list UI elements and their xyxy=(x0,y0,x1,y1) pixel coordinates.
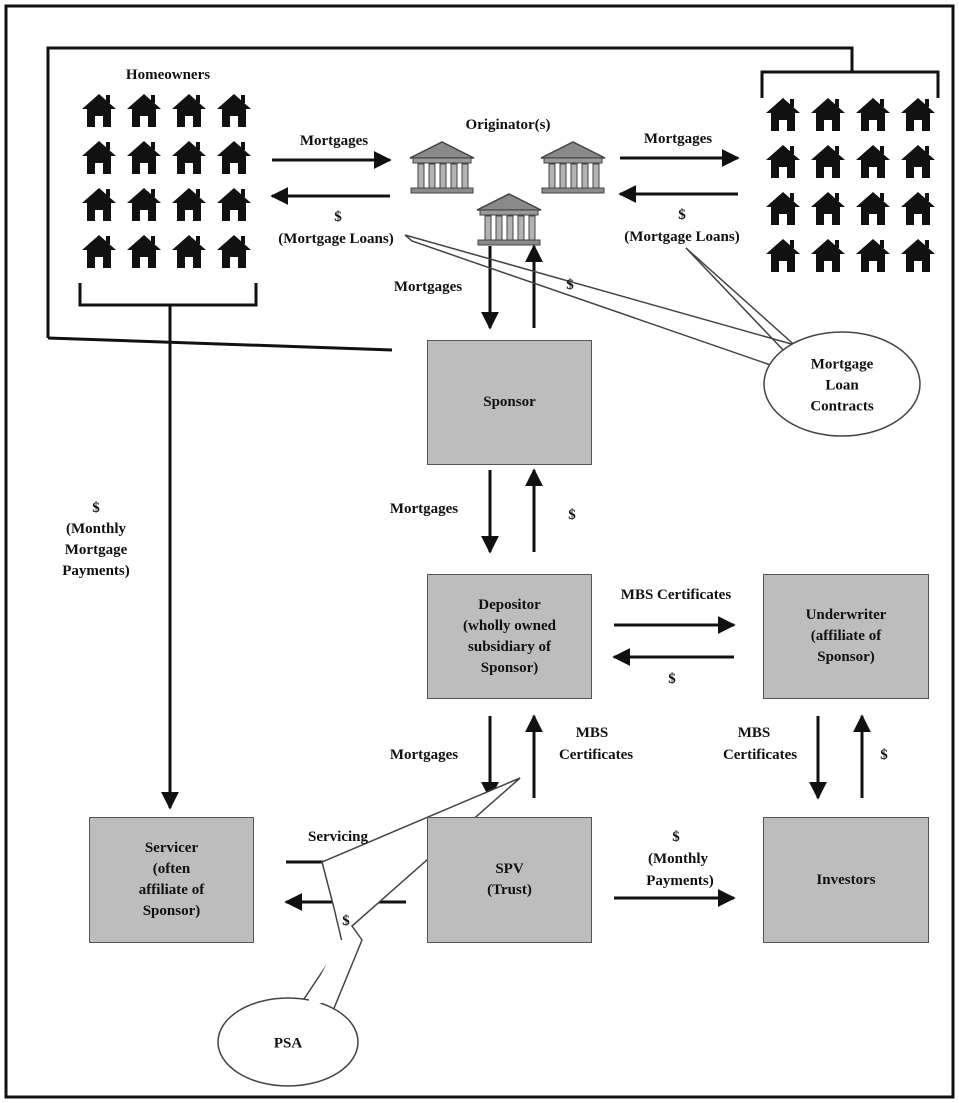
servicing-label: Servicing xyxy=(308,829,368,845)
homeowners-label: Homeowners xyxy=(125,67,211,83)
house-icon xyxy=(217,188,251,221)
house-icon xyxy=(172,235,206,268)
originators-label: Originator(s) xyxy=(465,117,551,133)
second-homeowners-house-icons xyxy=(766,98,935,272)
mortgage-loans-label: (Mortgage Loans) xyxy=(278,231,394,247)
dollar-label: $ xyxy=(566,277,574,293)
dollar-label: $ xyxy=(672,829,680,845)
dollar-label: $ xyxy=(668,671,676,687)
mortgages-label: Mortgages xyxy=(299,133,369,149)
mbs-label: MBS xyxy=(737,725,771,741)
spv-box: SPV (Trust) xyxy=(427,817,592,943)
house-icon xyxy=(856,192,890,225)
house-icon xyxy=(766,98,800,131)
house-icon xyxy=(127,235,161,268)
certificates-label: Certificates xyxy=(722,747,798,763)
investors-box: Investors xyxy=(763,817,929,943)
house-icon xyxy=(172,188,206,221)
dollar-label: $ xyxy=(568,507,576,523)
monthly-mortgage-payments-label: $ (Monthly Mortgage Payments) xyxy=(62,500,130,579)
house-icon xyxy=(82,94,116,127)
dollar-label: $ xyxy=(880,747,888,763)
house-icon xyxy=(811,192,845,225)
servicer-label: Servicer (often affiliate of Sponsor) xyxy=(138,840,205,919)
right-homeowners-bracket xyxy=(760,70,940,98)
underwriter-box: Underwriter (affiliate of Sponsor) xyxy=(763,574,929,699)
psa-text: PSA xyxy=(273,1035,303,1052)
homeowners-house-icons xyxy=(82,94,251,268)
depositor-label: Depositor (wholly owned subsidiary of Sp… xyxy=(463,596,556,676)
house-icon xyxy=(901,239,935,272)
house-icon xyxy=(217,235,251,268)
mortgages-label: Mortgages xyxy=(389,747,459,763)
house-icon xyxy=(811,145,845,178)
house-icon xyxy=(217,94,251,127)
depositor-box: Depositor (wholly owned subsidiary of Sp… xyxy=(427,574,592,699)
contracts-callout-pointer-2 xyxy=(685,247,801,351)
house-icon xyxy=(901,192,935,225)
underwriter-label: Underwriter (affiliate of Sponsor) xyxy=(805,607,887,665)
house-icon xyxy=(856,239,890,272)
homeowners-frame xyxy=(46,46,854,338)
house-icon xyxy=(766,145,800,178)
psa-bubble xyxy=(217,997,359,1087)
house-icon xyxy=(127,94,161,127)
sponsor-label: Sponsor xyxy=(483,394,536,410)
bank-icon xyxy=(476,193,542,246)
mortgages-label: Mortgages xyxy=(389,501,459,517)
mortgage-loan-contracts-text: Mortgage Loan Contracts xyxy=(810,356,874,415)
mortgage-loan-contracts-bubble xyxy=(763,331,921,437)
house-icon xyxy=(856,98,890,131)
mortgage-loans-label: (Mortgage Loans) xyxy=(624,229,740,245)
house-icon xyxy=(217,141,251,174)
mortgages-label: Mortgages xyxy=(393,279,463,295)
house-icon xyxy=(811,98,845,131)
house-icon xyxy=(172,141,206,174)
mbs-label: MBS xyxy=(575,725,609,741)
house-icon xyxy=(82,141,116,174)
house-icon xyxy=(766,192,800,225)
house-icon xyxy=(901,98,935,131)
house-icon xyxy=(127,188,161,221)
servicer-box: Servicer (often affiliate of Sponsor) xyxy=(89,817,254,943)
house-icon xyxy=(127,141,161,174)
certificates-label: Certificates xyxy=(558,747,634,763)
dollar-label: $ xyxy=(678,207,686,223)
house-icon xyxy=(856,145,890,178)
investors-label: Investors xyxy=(816,871,876,888)
sponsor-box: Sponsor xyxy=(427,340,592,465)
house-icon xyxy=(172,94,206,127)
dollar-label: $ xyxy=(334,209,342,225)
bank-icon xyxy=(409,141,475,194)
house-icon xyxy=(82,235,116,268)
bank-icon xyxy=(540,141,606,194)
mbs-certificates-label: MBS Certificates xyxy=(620,587,732,603)
left-homeowners-bracket xyxy=(78,283,258,307)
dollar-label: $ xyxy=(342,913,350,929)
house-icon xyxy=(811,239,845,272)
house-icon xyxy=(901,145,935,178)
monthly-label: (Monthly xyxy=(648,851,708,867)
spv-label: SPV (Trust) xyxy=(487,861,532,898)
house-icon xyxy=(82,188,116,221)
mortgages-label: Mortgages xyxy=(643,131,713,147)
payments-label: Payments) xyxy=(646,873,714,889)
outer-border xyxy=(4,4,955,1099)
house-icon xyxy=(766,239,800,272)
homeowners-frame-bottom xyxy=(47,336,393,352)
